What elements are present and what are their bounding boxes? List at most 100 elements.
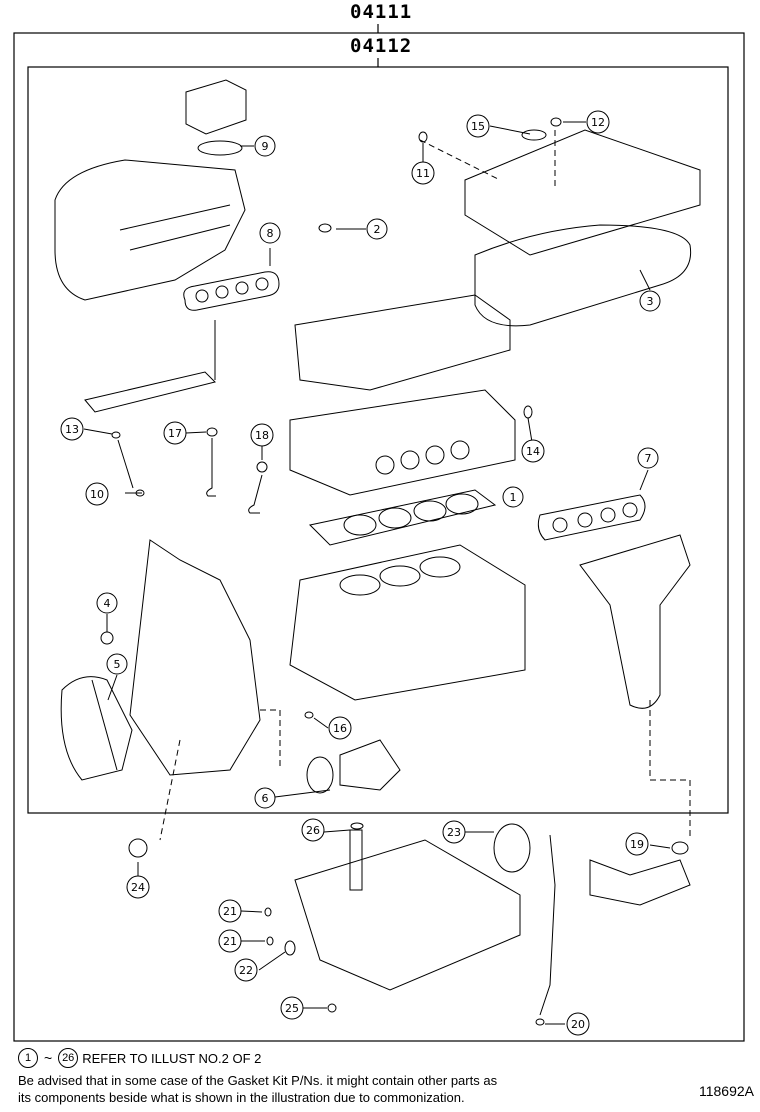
valve-right [248,474,263,514]
water-pump [60,676,133,781]
outer-kit-frame [13,32,745,1042]
timing-cover [129,539,261,776]
svg-text:18: 18 [255,429,269,442]
svg-text:26: 26 [306,824,320,837]
svg-text:14: 14 [526,445,540,458]
intake-manifold [54,159,246,301]
oil-strainer [349,829,363,891]
callout-17: 17 [163,421,187,445]
svg-text:16: 16 [333,722,347,735]
head-cover [464,129,701,256]
callout-14: 14 [521,439,545,463]
callout-21a: 21 [218,899,242,923]
dipstick [539,834,556,1016]
water-pump-gasket-shape [91,679,118,771]
svg-text:13: 13 [65,423,79,436]
svg-text:20: 20 [571,1018,585,1031]
svg-text:17: 17 [168,427,182,440]
refer-text: REFER TO ILLUST NO.2 OF 2 [82,1050,262,1066]
svg-text:3: 3 [647,295,654,308]
inner-assembly-code: 04112 [350,35,413,57]
callout-19: 19 [625,832,649,856]
fuel-rail [84,371,216,413]
range-end-badge: 26 [58,1048,79,1068]
svg-text:5: 5 [114,658,121,671]
svg-text:15: 15 [471,120,485,133]
svg-text:4: 4 [104,597,111,610]
svg-text:11: 11 [416,167,430,180]
callout-3: 3 [639,290,661,312]
intake-runners [119,204,231,251]
svg-text:8: 8 [267,227,274,240]
callout-13: 13 [60,417,84,441]
callout-18: 18 [250,423,274,447]
leader-lines [83,121,671,1025]
advisory-line-2: its components beside what is shown in t… [18,1090,465,1105]
callout-16: 16 [328,716,352,740]
water-outlet [339,739,401,791]
cylinder-head [289,389,516,496]
svg-text:22: 22 [239,964,253,977]
callout-20: 20 [566,1012,590,1036]
throttle-gasket [197,140,243,156]
cylinder-block [289,544,526,701]
svg-text:23: 23 [447,826,461,839]
cover-gasket-shape [474,224,692,327]
guide-lines [159,130,691,841]
exhaust-gasket-shape [537,494,646,541]
callout-23: 23 [442,820,466,844]
callout-21b: 21 [218,929,242,953]
callout-22: 22 [234,958,258,982]
callouts: 1 2 3 4 5 6 7 8 9 10 11 12 13 14 15 16 1… [60,110,661,1036]
callout-4: 4 [96,592,118,614]
outer-assembly-code: 04111 [350,1,413,23]
callout-10: 10 [85,482,109,506]
cam-housing [294,294,511,391]
callout-12: 12 [586,110,610,134]
svg-text:25: 25 [285,1002,299,1015]
svg-text:24: 24 [131,881,145,894]
inner-kit-frame [27,66,729,814]
svg-text:12: 12 [591,116,605,129]
callout-2: 2 [366,218,388,240]
callout-8: 8 [259,222,281,244]
range-tilde: ~ [44,1049,53,1066]
svg-text:1: 1 [510,491,517,504]
refer-note: 1 ~ 26 REFER TO ILLUST NO.2 OF 2 [18,1048,261,1068]
exhaust-pipe [589,859,691,906]
callout-7: 7 [637,447,659,469]
svg-text:2: 2 [374,223,381,236]
intake-gasket-shape [183,271,280,311]
svg-text:19: 19 [630,838,644,851]
valve-mid [206,438,216,497]
oil-pan [294,839,521,991]
rear-seal-shape [493,823,531,873]
range-start-badge: 1 [18,1048,38,1068]
callout-24: 24 [126,875,150,899]
valve-left [117,439,134,489]
callout-1: 1 [502,486,524,508]
svg-text:21: 21 [223,905,237,918]
svg-text:9: 9 [262,140,269,153]
callout-9: 9 [254,135,276,157]
advisory-line-1: Be advised that in some case of the Gask… [18,1073,498,1088]
svg-text:21: 21 [223,935,237,948]
callout-15: 15 [466,114,490,138]
illustration-code: 118692A [698,1083,754,1099]
head-gasket-shape [308,489,497,546]
exhaust-manifold [579,534,691,709]
front-seal-shape [306,756,334,794]
svg-text:7: 7 [645,452,652,465]
throttle-body [185,79,247,135]
callout-26: 26 [301,818,325,842]
oil-seal-24-shape [128,838,148,858]
callout-25: 25 [280,996,304,1020]
callout-5: 5 [106,653,128,675]
svg-text:6: 6 [262,792,269,805]
svg-text:10: 10 [90,488,104,501]
part-sketches [54,79,701,1026]
callout-6: 6 [254,787,276,809]
callout-11: 11 [411,161,435,185]
